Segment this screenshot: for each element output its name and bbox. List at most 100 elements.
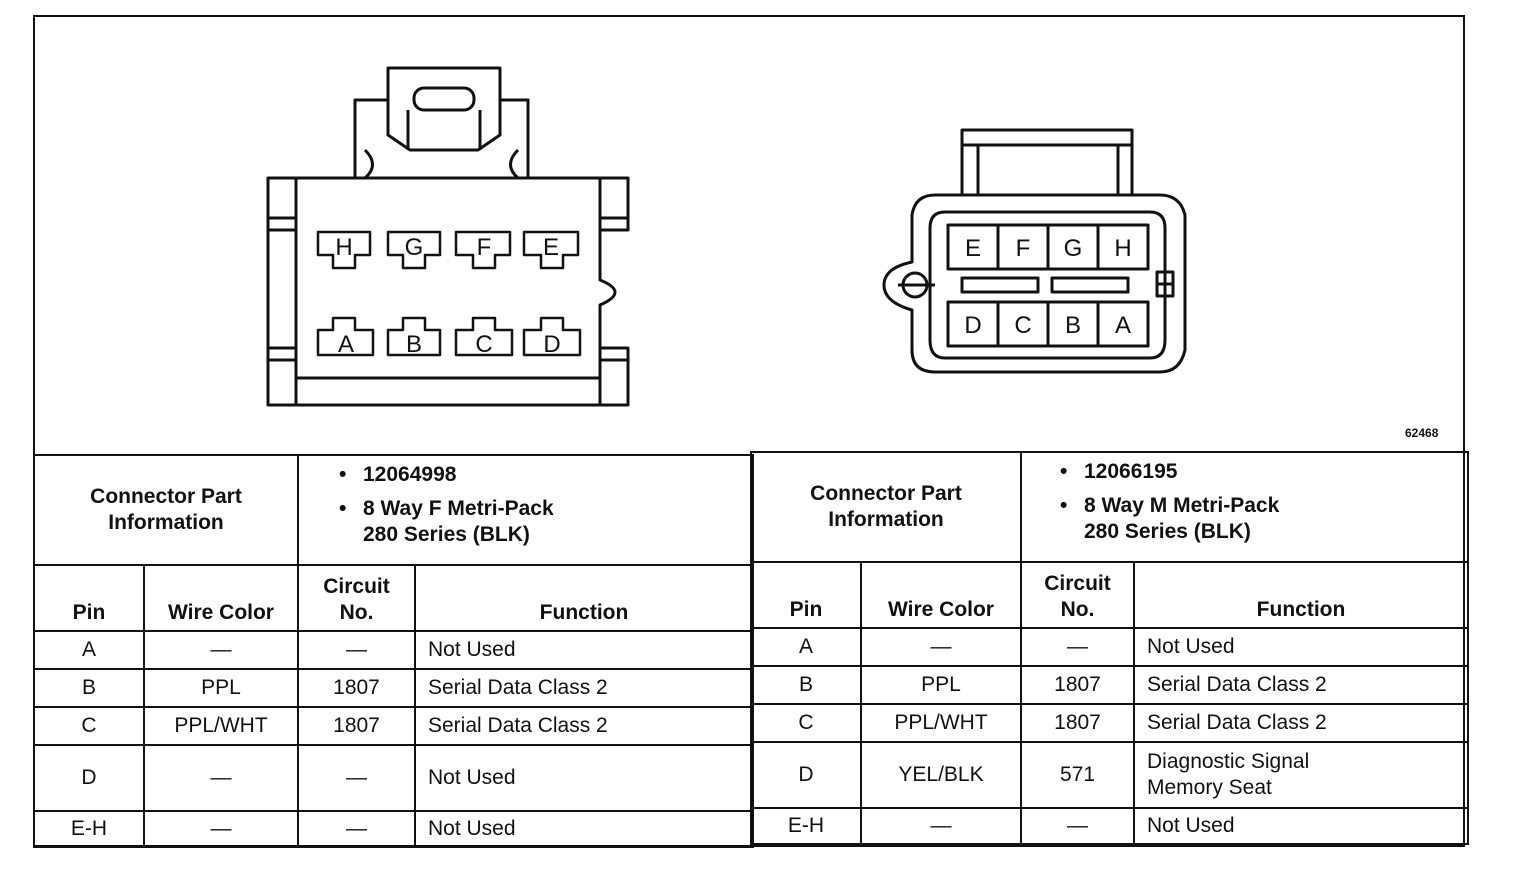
header-circuit-line: Circuit <box>1044 572 1111 595</box>
cell-pin: A <box>33 630 145 670</box>
cell-function: Serial Data Class 2 <box>414 668 754 708</box>
cell-wire-color: — <box>143 810 299 848</box>
table-row: D — — Not Used <box>33 744 754 812</box>
cell-wire-color: PPL/WHT <box>860 703 1022 743</box>
female-pin-label: F <box>477 234 492 261</box>
cell-pin: A <box>750 627 862 667</box>
female-pin-cavities <box>316 230 582 357</box>
description-line: 280 Series (BLK) <box>1084 520 1251 543</box>
header-circuit-line: No. <box>1060 598 1095 621</box>
connector-drawings: H G F E A B C D E F G H D C B A <box>266 66 1187 407</box>
table-row: C PPL/WHT 1807 Serial Data Class 2 <box>33 706 754 746</box>
male-pin-label: H <box>1114 235 1131 262</box>
male-pin-label: A <box>1115 312 1131 339</box>
cell-circuit: — <box>1020 807 1135 845</box>
cell-wire-color: PPL/WHT <box>143 706 299 746</box>
table-row: A — — Not Used <box>33 630 754 670</box>
part-number-item: •12064998 <box>339 463 457 486</box>
cell-wire-color: PPL <box>860 665 1022 705</box>
header-function: Function <box>1132 561 1470 629</box>
part-number: 12066195 <box>1084 460 1178 483</box>
male-pin-label: F <box>1016 235 1031 262</box>
cell-wire-color: — <box>143 744 299 812</box>
male-pin-label: G <box>1064 235 1083 262</box>
cell-pin: C <box>750 703 862 743</box>
figure-id: 62468 <box>1405 426 1439 440</box>
cell-wire-color: — <box>860 627 1022 667</box>
female-pin-label: A <box>338 331 354 358</box>
table-row: A — — Not Used <box>750 627 1470 667</box>
cell-pin: D <box>33 744 145 812</box>
table-row: B PPL 1807 Serial Data Class 2 <box>33 668 754 708</box>
connector-table-male: Connector Part Information •12066195 •8 … <box>750 451 1470 845</box>
function-line: Diagnostic Signal <box>1147 750 1310 773</box>
cell-pin: B <box>750 665 862 705</box>
cell-circuit: — <box>297 810 416 848</box>
cell-function: Serial Data Class 2 <box>414 706 754 746</box>
cell-pin: E-H <box>33 810 145 848</box>
male-pin-label: D <box>964 312 981 339</box>
part-number: 12064998 <box>363 463 457 486</box>
header-pin: Pin <box>750 561 862 629</box>
cell-circuit: 1807 <box>297 706 416 746</box>
female-pin-label: C <box>475 331 492 358</box>
male-pin-label: B <box>1065 312 1081 339</box>
cell-pin: D <box>750 741 862 809</box>
female-pin-label: E <box>543 234 559 261</box>
part-label-line: Information <box>828 508 944 531</box>
cell-function: Serial Data Class 2 <box>1132 703 1470 743</box>
cell-circuit: 1807 <box>1020 665 1135 705</box>
cell-wire-color: YEL/BLK <box>860 741 1022 809</box>
part-label-line: Connector Part <box>810 482 962 505</box>
cell-circuit: — <box>297 630 416 670</box>
female-pin-label: B <box>406 331 422 358</box>
description-line: 8 Way F Metri-Pack <box>363 497 554 520</box>
cell-function: Not Used <box>1132 807 1470 845</box>
female-pin-label: D <box>543 331 560 358</box>
cell-pin: E-H <box>750 807 862 845</box>
cell-pin: C <box>33 706 145 746</box>
table-row: B PPL 1807 Serial Data Class 2 <box>750 665 1470 705</box>
cell-function: Not Used <box>1132 627 1470 667</box>
connector-part-label: Connector Part Information <box>750 451 1022 563</box>
part-number-item: •12066195 <box>1060 460 1178 483</box>
header-function: Function <box>414 564 754 632</box>
function-line: Memory Seat <box>1147 776 1272 799</box>
cell-function: Serial Data Class 2 <box>1132 665 1470 705</box>
male-pin-label: E <box>965 235 981 262</box>
description: 8 Way F Metri-Pack 280 Series (BLK) <box>363 496 554 548</box>
cell-wire-color: — <box>860 807 1022 845</box>
table-row: E-H — — Not Used <box>750 807 1470 845</box>
part-label-line: Connector Part <box>90 485 242 508</box>
cell-wire-color: PPL <box>143 668 299 708</box>
female-connector-face <box>266 66 630 407</box>
description-line: 280 Series (BLK) <box>363 523 530 546</box>
cell-circuit: 1807 <box>297 668 416 708</box>
cell-circuit: — <box>297 744 416 812</box>
male-pin-label: C <box>1014 312 1031 339</box>
cell-function: Not Used <box>414 744 754 812</box>
cell-circuit: 571 <box>1020 741 1135 809</box>
part-label-line: Information <box>108 511 224 534</box>
connector-part-label: Connector Part Information <box>33 454 299 566</box>
header-pin: Pin <box>33 564 145 632</box>
female-pin-label: H <box>335 234 352 261</box>
header-circuit-line: Circuit <box>323 575 390 598</box>
female-pin-label: G <box>405 234 424 261</box>
table-row: E-H — — Not Used <box>33 810 754 848</box>
cell-circuit: 1807 <box>1020 703 1135 743</box>
header-wire-color: Wire Color <box>143 564 299 632</box>
cell-pin: B <box>33 668 145 708</box>
cell-function: Not Used <box>414 810 754 848</box>
cell-circuit: — <box>1020 627 1135 667</box>
